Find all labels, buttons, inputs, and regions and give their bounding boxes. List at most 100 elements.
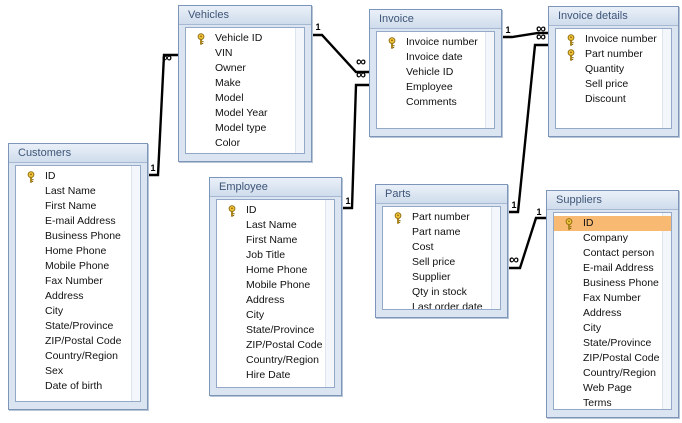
scrollbar[interactable] — [491, 207, 500, 309]
field-row[interactable]: Qty in stock — [383, 285, 500, 300]
field-name: Contact person — [583, 247, 655, 259]
field-row[interactable]: Country/Region — [554, 366, 671, 381]
field-row[interactable]: Date of birth — [16, 379, 140, 394]
field-row[interactable]: ZIP/Postal Code — [554, 351, 671, 366]
field-row[interactable]: Vehicle ID — [186, 31, 304, 46]
field-row[interactable]: ID — [217, 203, 334, 218]
field-row[interactable]: Country/Region — [217, 353, 334, 368]
field-row[interactable]: State/Province — [217, 323, 334, 338]
field-row[interactable]: Model — [186, 91, 304, 106]
field-row[interactable]: Hire Date — [217, 368, 334, 383]
field-row[interactable]: Model Year — [186, 106, 304, 121]
field-row[interactable]: Quantity — [556, 62, 671, 77]
field-row[interactable]: Mobile Phone — [217, 278, 334, 293]
field-row[interactable]: Last Name — [217, 218, 334, 233]
field-row[interactable]: Home Phone — [217, 263, 334, 278]
field-row[interactable]: Mobile Phone — [16, 259, 140, 274]
field-row[interactable]: Address — [217, 293, 334, 308]
scrollbar[interactable] — [131, 166, 140, 401]
field-row[interactable]: Comments — [377, 95, 494, 110]
relationship-line[interactable] — [502, 31, 548, 39]
field-row[interactable]: Color — [186, 136, 304, 151]
field-row[interactable]: First Name — [16, 199, 140, 214]
table-title[interactable]: Vehicles — [179, 6, 311, 25]
field-row[interactable]: E-mail Address — [554, 261, 671, 276]
relationship-line[interactable] — [508, 43, 548, 214]
scrollbar[interactable] — [662, 29, 671, 128]
scrollbar[interactable] — [662, 213, 671, 409]
table-title[interactable]: Parts — [376, 185, 507, 204]
field-row[interactable]: Sell price — [383, 255, 500, 270]
field-row[interactable]: Last order date — [383, 300, 500, 309]
field-row[interactable]: Job Title — [217, 248, 334, 263]
field-row[interactable]: ID — [16, 169, 140, 184]
field-row[interactable]: Discount — [556, 92, 671, 107]
relationship-line[interactable] — [312, 33, 369, 74]
field-row[interactable]: Model type — [186, 121, 304, 136]
field-row[interactable]: Invoice number — [556, 32, 671, 47]
field-row[interactable]: Web Page — [554, 381, 671, 396]
field-row[interactable]: Terms — [554, 396, 671, 409]
field-row[interactable]: Vehicle ID — [377, 65, 494, 80]
field-row[interactable]: ID — [554, 216, 671, 231]
field-row[interactable]: Address — [16, 289, 140, 304]
field-row[interactable]: Sell price — [556, 77, 671, 92]
table-title[interactable]: Invoice — [370, 10, 501, 29]
table-title[interactable]: Customers — [9, 144, 147, 163]
field-row[interactable]: Part number — [556, 47, 671, 62]
field-row[interactable]: Fax Number — [554, 291, 671, 306]
field-row[interactable]: Invoice date — [377, 50, 494, 65]
scrollbar[interactable] — [295, 28, 304, 153]
field-row[interactable]: Address — [554, 306, 671, 321]
field-row[interactable]: City — [554, 321, 671, 336]
field-row[interactable]: Company — [554, 231, 671, 246]
relationship-line[interactable] — [342, 83, 369, 210]
field-row[interactable]: Fax Number — [16, 274, 140, 289]
table-title[interactable]: Suppliers — [547, 191, 678, 210]
scrollbar[interactable] — [325, 200, 334, 387]
field-row[interactable]: City — [217, 308, 334, 323]
field-row[interactable]: Supplier — [383, 270, 500, 285]
field-row[interactable]: VIN — [186, 46, 304, 61]
field-row[interactable]: Last Name — [16, 184, 140, 199]
field-row[interactable]: State/Province — [16, 319, 140, 334]
field-row[interactable]: City — [16, 304, 140, 319]
field-row[interactable]: Sex — [16, 364, 140, 379]
field-row[interactable]: Country/Region — [16, 349, 140, 364]
field-row[interactable]: Business Phone — [16, 229, 140, 244]
field-row[interactable]: Invoice number — [377, 35, 494, 50]
field-row[interactable]: ZIP/Postal Code — [16, 334, 140, 349]
field-row[interactable]: Home Phone — [16, 244, 140, 259]
field-row[interactable]: Part name — [383, 225, 500, 240]
field-row[interactable]: Part number — [383, 210, 500, 225]
table-title[interactable]: Invoice details — [549, 7, 678, 26]
field-row[interactable]: Employee — [377, 80, 494, 95]
field-row[interactable]: Make — [186, 76, 304, 91]
field-row[interactable]: Cost — [383, 240, 500, 255]
table-title[interactable]: Employee — [210, 178, 341, 197]
field-row[interactable]: Business Phone — [554, 276, 671, 291]
field-row[interactable]: First Name — [217, 233, 334, 248]
field-row[interactable]: Contact person — [554, 246, 671, 261]
field-row[interactable]: State/Province — [554, 336, 671, 351]
relationship-line[interactable] — [508, 216, 546, 270]
field-row[interactable]: E-mail Address — [16, 214, 140, 229]
field-row[interactable]: Owner — [186, 61, 304, 76]
field-row[interactable]: ZIP/Postal Code — [217, 338, 334, 353]
relationship-line[interactable] — [148, 53, 178, 177]
scrollbar[interactable] — [485, 32, 494, 128]
